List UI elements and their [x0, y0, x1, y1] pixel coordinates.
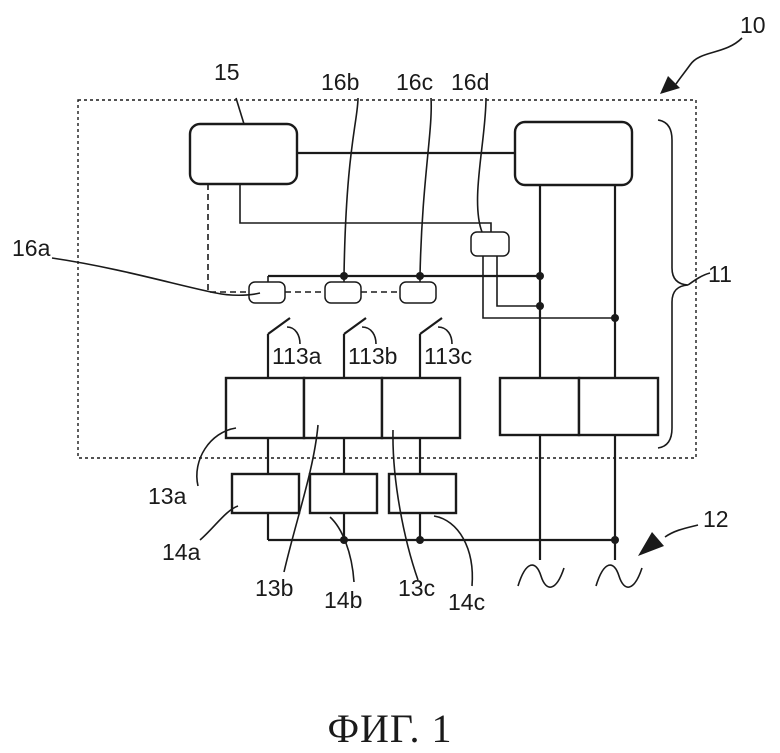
leader-16d: [478, 98, 486, 232]
label-14b: 14b: [324, 587, 362, 613]
switch-113c-blade: [420, 318, 442, 334]
supply-block-2: [579, 378, 658, 435]
label-16d: 16d: [451, 69, 489, 95]
label-13c: 13c: [398, 575, 435, 601]
label-13b: 13b: [255, 575, 293, 601]
label-113a: 113a: [272, 343, 322, 369]
controller-block: [190, 124, 297, 184]
label-14a: 14a: [162, 539, 201, 565]
leader-12: [665, 525, 698, 537]
label-16b: 16b: [321, 69, 359, 95]
label-16a: 16a: [12, 235, 51, 261]
load-14a: [232, 474, 299, 513]
ac-source-symbol-1: [518, 565, 564, 587]
leader-10: [676, 38, 742, 84]
label-15: 15: [214, 59, 240, 85]
load-14b: [310, 474, 377, 513]
leader-16c: [420, 98, 431, 276]
control-wire: [240, 184, 491, 232]
enclosure-brace: [658, 120, 688, 448]
leader-16a: [52, 258, 260, 295]
arrowhead-12: [638, 532, 664, 556]
leader-113b: [362, 327, 376, 344]
label-113c: 113c: [424, 343, 472, 369]
node: [611, 536, 619, 544]
signal-line: [208, 184, 249, 292]
sensor-16a: [249, 282, 285, 303]
leader-11: [688, 273, 710, 285]
supply-block-1: [500, 378, 579, 435]
converter-13b: [304, 378, 382, 438]
leader-113c: [438, 327, 452, 344]
label-16c: 16c: [396, 69, 433, 95]
sensor-16d-wire-1: [483, 256, 615, 318]
label-113b: 113b: [348, 343, 397, 369]
label-11: 11: [708, 261, 732, 287]
node: [416, 536, 424, 544]
converter-13a: [226, 378, 304, 438]
label-12: 12: [703, 506, 729, 532]
leader-16b: [344, 98, 358, 276]
leader-113a: [287, 327, 300, 344]
label-10: 10: [740, 12, 766, 38]
sensor-16d: [471, 232, 509, 256]
leader-14c: [434, 516, 472, 586]
arrowhead-10: [660, 76, 680, 94]
sensor-16d-wire-2: [497, 256, 540, 306]
label-14c: 14c: [448, 589, 485, 615]
leader-15: [236, 98, 244, 124]
switch-113a-blade: [268, 318, 290, 334]
switch-113b-blade: [344, 318, 366, 334]
figure-caption: ФИГ. 1: [327, 706, 452, 751]
ac-source-symbol-2: [596, 565, 642, 587]
leader-14b: [330, 517, 354, 582]
converter-13c: [382, 378, 460, 438]
power-unit-block: [515, 122, 632, 185]
sensor-16c: [400, 282, 436, 303]
sensor-16b: [325, 282, 361, 303]
label-13a: 13a: [148, 483, 187, 509]
